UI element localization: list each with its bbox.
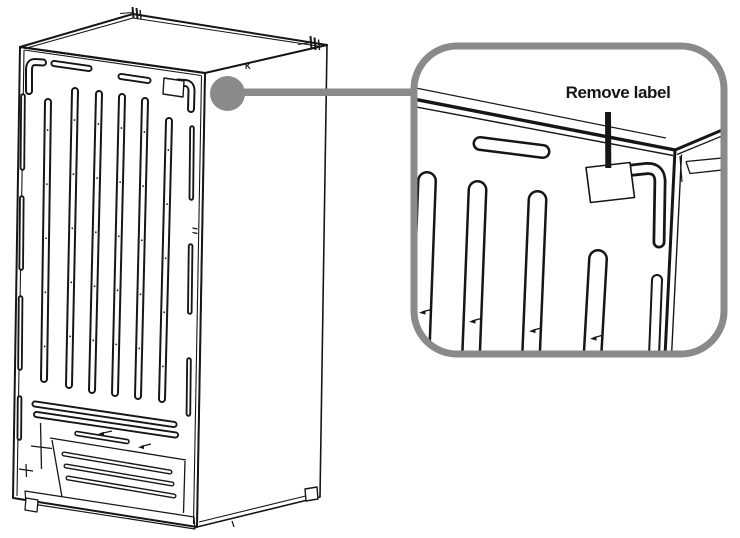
- rear-foot: [304, 486, 319, 502]
- bracket-marks: [18, 422, 152, 478]
- label-rectangle-small: [162, 77, 185, 98]
- bottom-horizontal-slots: [31, 400, 179, 445]
- magnifier-dot: [210, 76, 245, 111]
- cabinet-rear-view: K: [12, 6, 328, 530]
- callout-horizontal-slot: [472, 136, 551, 159]
- rivet-dots: [43, 119, 170, 379]
- side-tab: [685, 156, 724, 175]
- top-horizontal-slots: [50, 60, 152, 84]
- callout-arrow-marks: [419, 308, 602, 341]
- front-foot: [24, 497, 39, 513]
- top-hinge-marks: [119, 6, 142, 20]
- callout-elbow-channel: [626, 162, 667, 249]
- cabinet-side-face: [196, 44, 328, 528]
- connector-line: [240, 88, 418, 96]
- corner-letter-mark: K: [245, 62, 251, 71]
- remove-label-text: Remove label: [566, 83, 671, 102]
- cabinet-back-panel: [12, 46, 206, 530]
- callout-content: [414, 46, 724, 354]
- vertical-slots: [40, 87, 173, 403]
- compressor-compartment: [49, 437, 187, 514]
- left-edge-slots: [16, 93, 26, 441]
- corner-elbow-channels: [25, 58, 196, 113]
- remove-label-rectangle: [585, 161, 636, 204]
- callout-border: [410, 42, 728, 358]
- callout: Remove label: [410, 42, 728, 358]
- right-edge-slots: [185, 125, 198, 417]
